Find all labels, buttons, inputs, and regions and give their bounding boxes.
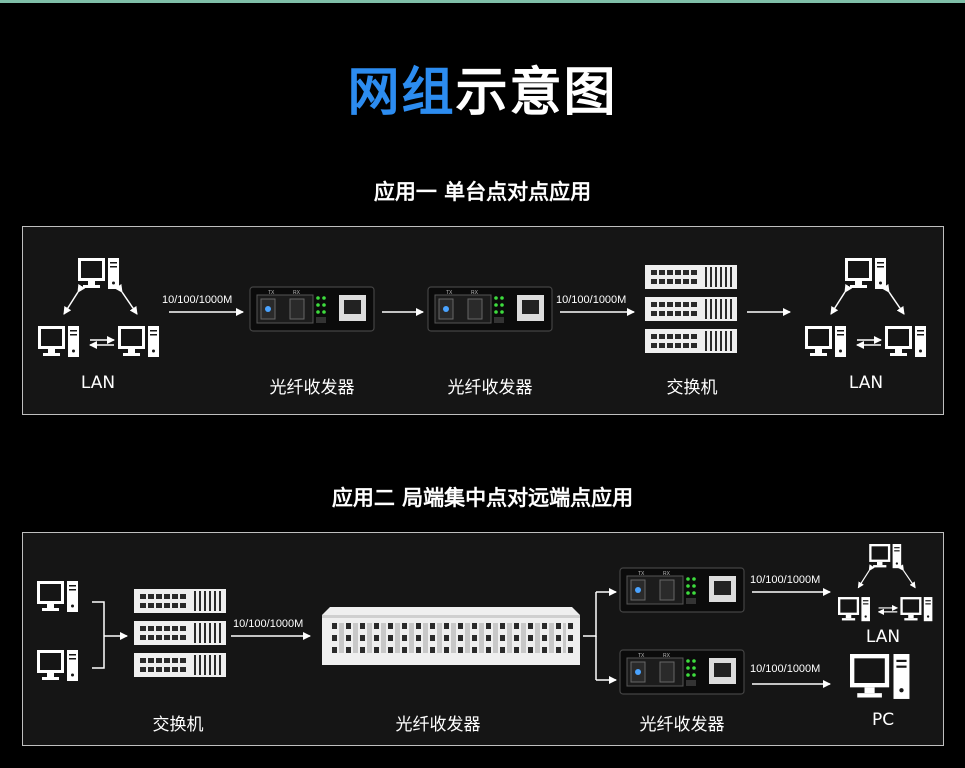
fiber-converter-bottom (619, 649, 745, 695)
switch-1 (645, 265, 737, 353)
lan-cluster-small (838, 544, 932, 621)
speed-label-4: 10/100/1000M (750, 574, 821, 586)
speed-label-2: 10/100/1000M (556, 294, 627, 306)
fiber-converter-2 (427, 286, 553, 332)
fiber-converter-1 (249, 286, 375, 332)
label-lan-right: LAN (848, 373, 884, 393)
page-title: 网组示意图 (0, 58, 965, 128)
pc-top-left (37, 581, 78, 612)
section2-heading: 应用二 局端集中点对远端点应用 (331, 486, 634, 510)
lan-cluster-right (805, 258, 926, 357)
label-lan-small: LAN (865, 627, 901, 647)
rack-chassis (322, 607, 580, 665)
bracket-line (92, 601, 105, 669)
label-switch-2: 交换机 (152, 715, 204, 735)
section1-heading: 应用一 单台点对点应用 (373, 180, 592, 204)
split-line (583, 592, 597, 637)
title-highlight: 网组 (347, 63, 456, 123)
label-lan-left: LAN (80, 373, 116, 393)
label-converter-1: 光纤收发器 (269, 378, 355, 398)
label-converter-2: 光纤收发器 (447, 378, 533, 398)
speed-label-5: 10/100/1000M (750, 663, 821, 675)
pc-bottom-left (37, 650, 78, 681)
label-switch-1: 交换机 (666, 378, 718, 398)
pc-large (850, 654, 910, 699)
switch-2 (134, 589, 226, 677)
top-accent-line (0, 0, 965, 3)
lan-cluster-left (38, 258, 159, 357)
speed-label-1: 10/100/1000M (162, 294, 233, 306)
label-rack: 光纤收发器 (395, 715, 481, 735)
speed-label-3: 10/100/1000M (233, 618, 304, 630)
label-converters: 光纤收发器 (639, 715, 725, 735)
label-pc: PC (871, 710, 895, 730)
fiber-converter-top (619, 567, 745, 613)
title-rest: 示意图 (455, 63, 618, 123)
